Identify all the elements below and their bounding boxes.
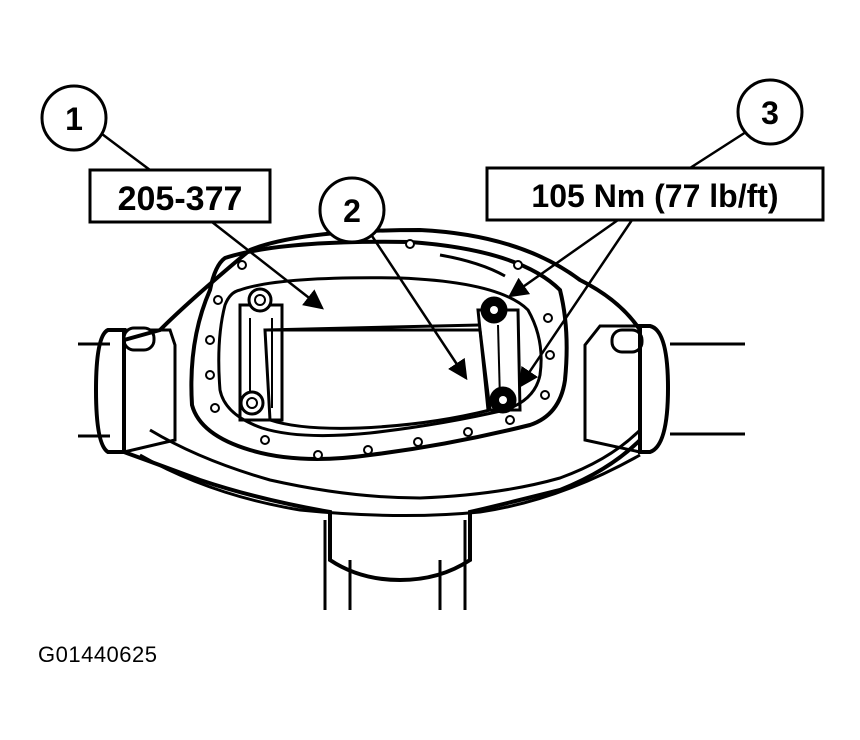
cover-flange	[189, 239, 569, 461]
bearing-cap-left	[238, 287, 284, 422]
callout-2-arrow	[370, 235, 468, 381]
differential-carrier	[263, 323, 492, 430]
bolt-holes	[205, 239, 555, 460]
callout-2: 2	[318, 176, 468, 381]
callout-2-circle	[318, 176, 386, 244]
callout-3-label: 105 Nm (77 lb/ft)	[531, 178, 778, 214]
figure-id: G01440625	[38, 642, 158, 667]
callout-1-label: 205-377	[118, 180, 243, 218]
axle-tube-left	[78, 326, 177, 454]
axle-cap-right	[610, 328, 644, 354]
callout-2-number: 2	[343, 193, 361, 229]
callout-3-arrow-lower	[518, 219, 634, 389]
callout-1-number: 1	[65, 101, 83, 137]
differential-housing	[122, 227, 642, 610]
callout-3: 3 105 Nm (77 lb/ft)	[485, 78, 825, 389]
callout-1: 1 205-377	[40, 84, 324, 310]
callout-3-circle	[736, 78, 804, 146]
callout-3-arrow-upper	[507, 218, 619, 298]
axle-tube-right	[583, 324, 745, 454]
callout-1-circle	[40, 84, 108, 152]
callout-3-number: 3	[761, 95, 779, 131]
callout-3-box	[485, 166, 825, 222]
callout-1-box	[88, 168, 272, 224]
callout-1-arrow	[211, 221, 324, 310]
bearing-cap-right	[476, 296, 522, 414]
